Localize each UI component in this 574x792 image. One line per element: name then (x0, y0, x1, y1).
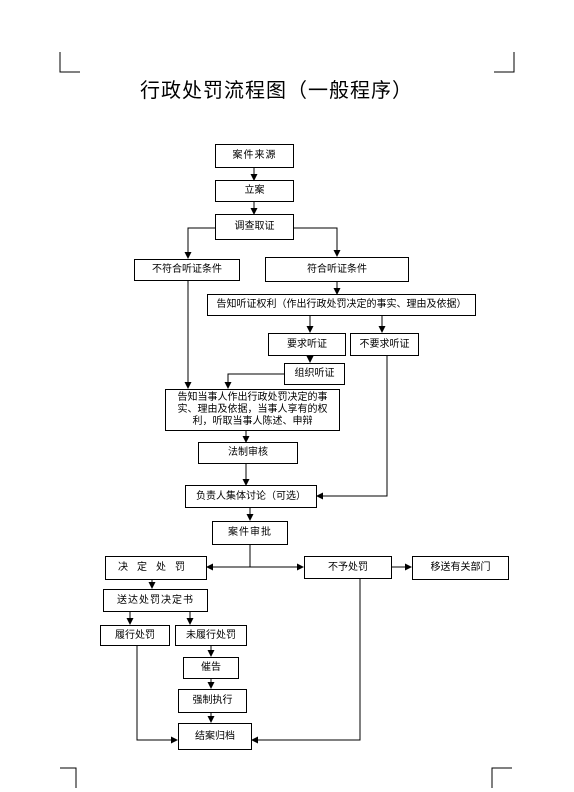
line-investigation-left (184, 227, 215, 259)
crop-mark-bottom-right (491, 767, 512, 788)
line-investigation-right (294, 227, 341, 257)
node-request-hearing: 要求听证 (268, 333, 346, 356)
node-filing: 立案 (215, 180, 294, 202)
node-no-penalty: 不予处罚 (304, 556, 392, 579)
crop-mark-bottom-left (60, 767, 77, 788)
node-not-eligible-hearing: 不符合听证条件 (134, 259, 240, 281)
crop-mark-top-left (59, 52, 80, 73)
page-title: 行政处罚流程图（一般程序） (140, 78, 413, 102)
node-transfer-department: 移送有关部门 (412, 556, 509, 580)
node-eligible-hearing: 符合听证条件 (265, 257, 409, 282)
node-warning-notice: 催告 (183, 657, 239, 679)
arrow-no-penalty-to-archive (251, 579, 361, 744)
node-fulfill-penalty: 履行处罚 (100, 625, 170, 646)
arrow-organize-to-notify-party (224, 373, 284, 389)
node-case-approval: 案件审批 (212, 521, 288, 545)
node-decide-penalty: 决定处罚 (105, 556, 207, 580)
node-collective-discussion: 负责人集体讨论（可选） (185, 485, 317, 508)
node-enforcement: 强制执行 (178, 689, 247, 713)
node-close-archive: 结案归档 (178, 723, 252, 750)
node-notify-hearing-right: 告知听证权利（作出行政处罚决定的事实、理由及依据） (207, 294, 476, 316)
node-not-fulfill-penalty: 未履行处罚 (175, 625, 247, 646)
node-legal-review: 法制审核 (198, 442, 298, 464)
node-case-source: 案件来源 (215, 144, 294, 168)
node-no-request-hearing: 不要求听证 (350, 333, 419, 356)
arrow-no-request-to-discussion (316, 356, 388, 500)
arrow-fulfill-to-archive (136, 646, 178, 744)
node-investigation: 调查取证 (215, 214, 294, 240)
node-notify-party: 告知当事人作出行政处罚决定的事实、理由及依据，当事人享有的权利，听取当事人陈述、… (165, 389, 340, 431)
node-deliver-decision: 送达处罚决定书 (103, 589, 208, 612)
crop-mark-top-right (494, 52, 515, 73)
node-organize-hearing: 组织听证 (284, 363, 345, 385)
